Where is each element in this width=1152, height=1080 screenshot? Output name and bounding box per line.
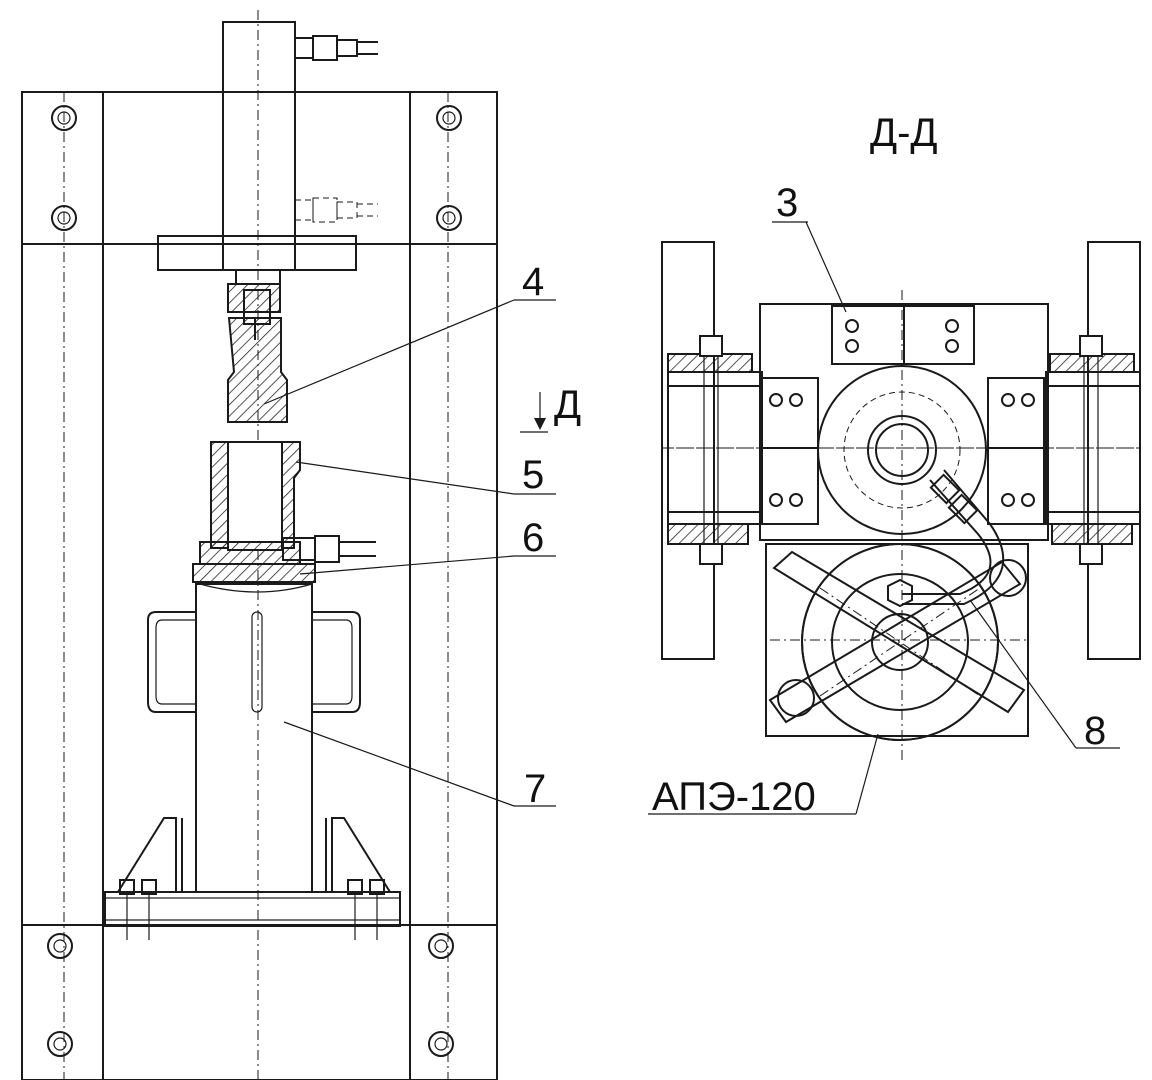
callout-4: 4: [522, 260, 544, 304]
left-column: [661, 241, 715, 660]
pump-arms: [768, 550, 1027, 724]
base-bolt: [119, 879, 385, 940]
support-ring: [192, 563, 316, 583]
callout-8: 8: [1084, 709, 1106, 753]
section-marker: [520, 392, 548, 433]
base-gusset: [117, 817, 177, 893]
callout-5: 5: [522, 453, 544, 497]
section-marker-label: Д: [554, 383, 581, 427]
section-view: [648, 221, 1141, 815]
top-fitting: [294, 35, 378, 61]
clamp-left: [761, 377, 819, 525]
top-cylinder: [222, 21, 296, 271]
leader-lines-right: [648, 221, 1120, 815]
clamp-right: [987, 377, 1045, 525]
right-handle: [312, 611, 361, 713]
left-handle: [147, 611, 196, 713]
front-view: [21, 10, 556, 1080]
mid-fitting: [294, 197, 378, 223]
callout-3: 3: [776, 181, 798, 225]
frame-outer: [21, 91, 498, 1080]
right-column: [1087, 241, 1141, 660]
callout-7: 7: [524, 767, 546, 811]
die-fitting: [282, 535, 376, 563]
leader-lines-left: [263, 299, 556, 807]
device-label: АПЭ-120: [652, 775, 816, 819]
clamp-top: [831, 305, 975, 365]
central-block: [759, 303, 1049, 541]
upper-punch: [227, 317, 288, 423]
section-title: Д-Д: [870, 111, 938, 155]
callout-6: 6: [522, 516, 544, 560]
die: [210, 441, 301, 551]
upper-punch-holder: [227, 283, 281, 313]
crosshead-plate: [157, 235, 357, 271]
frame-bolt: [47, 105, 462, 1057]
main-column: [195, 583, 313, 893]
